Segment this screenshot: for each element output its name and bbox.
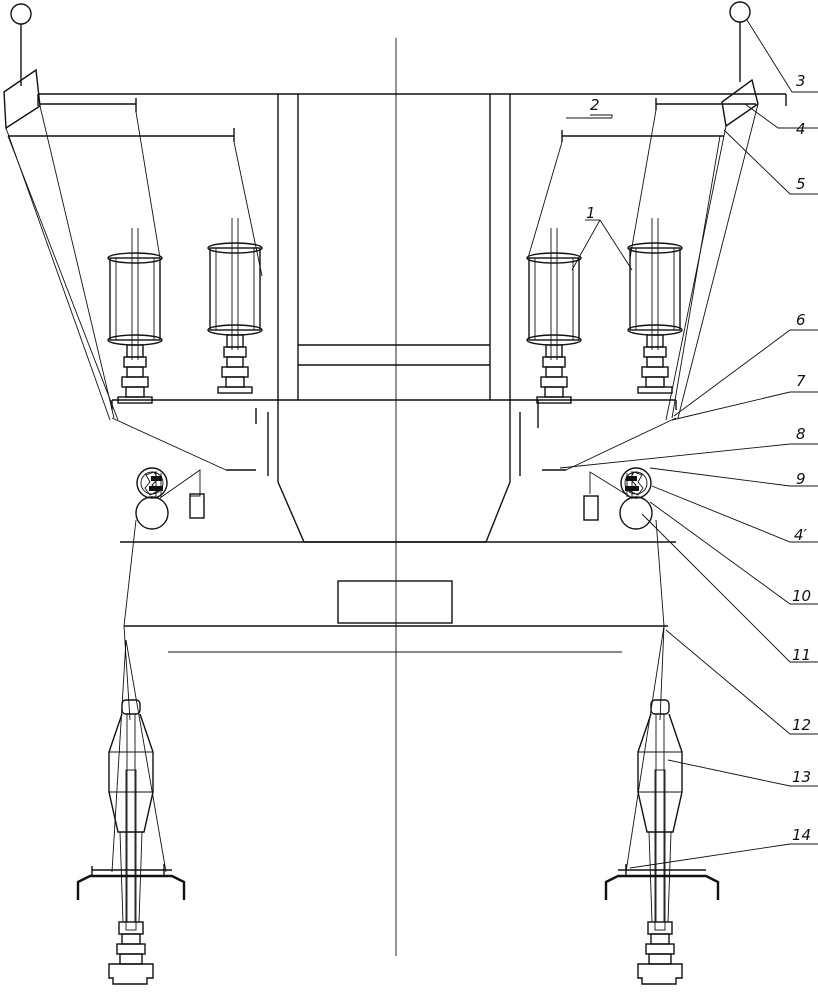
label-4-prime: 4′ (794, 526, 808, 544)
label-3: 3 (796, 72, 806, 90)
ring-rails (76, 864, 720, 900)
label-7: 7 (796, 372, 806, 390)
label-11: 11 (792, 646, 811, 664)
label-2: 2 (590, 96, 600, 114)
label-14: 14 (792, 826, 811, 844)
spindles (108, 699, 683, 985)
yarn-paths (5, 103, 759, 873)
machine-frame (37, 38, 787, 956)
label-1: 1 (586, 204, 596, 222)
thread-guides (8, 98, 756, 142)
leader-lines (559, 19, 818, 869)
label-5: 5 (796, 175, 806, 193)
label-4: 4 (796, 120, 806, 138)
label-10: 10 (792, 587, 811, 605)
label-8: 8 (796, 425, 806, 443)
label-12: 12 (792, 716, 811, 734)
label-6: 6 (796, 311, 806, 329)
label-9: 9 (796, 470, 806, 488)
drafting-rollers (135, 467, 653, 530)
bobbins (107, 217, 683, 404)
part-labels: 1 2 3 4 5 6 7 8 9 4′ 10 11 12 13 14 (586, 72, 811, 844)
top-tensioners (3, 1, 759, 130)
label-13: 13 (792, 768, 811, 786)
